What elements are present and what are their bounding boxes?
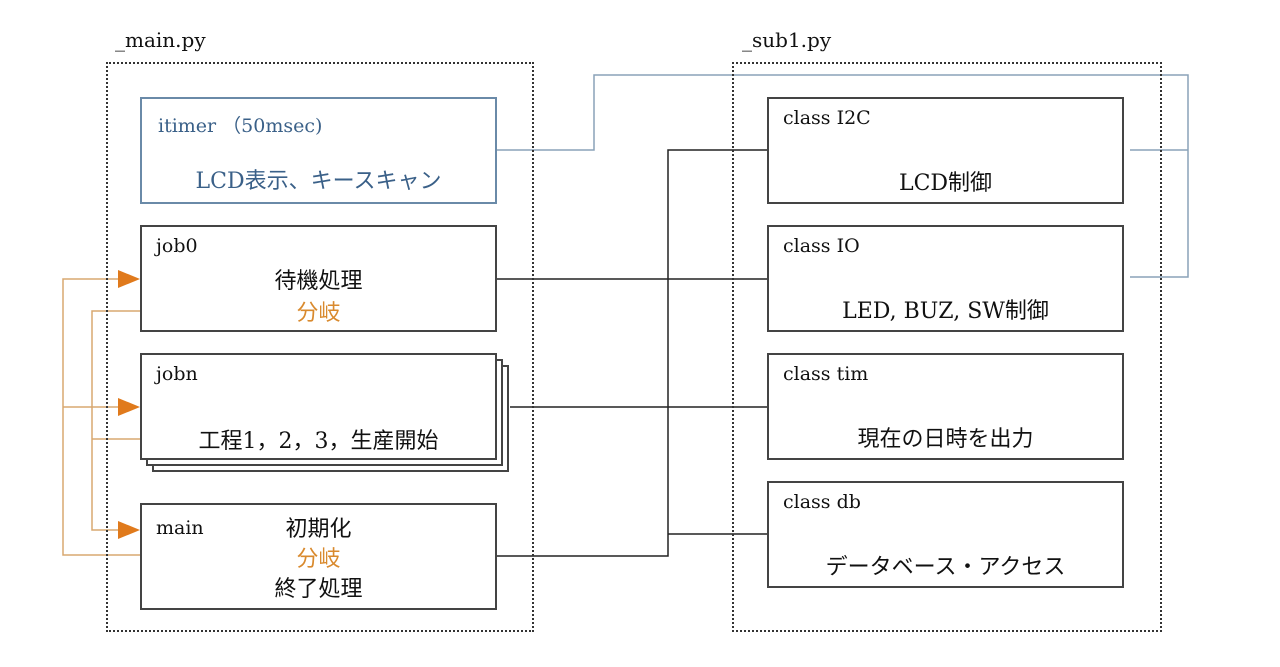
io-title: class IO bbox=[783, 235, 860, 257]
box-main[interactable]: main 初期化 分岐 終了処理 bbox=[140, 503, 497, 610]
tim-title: class tim bbox=[783, 363, 869, 385]
arrow-to-main-icon bbox=[118, 521, 140, 539]
box-class-io[interactable]: class IO LED, BUZ, SW制御 bbox=[767, 225, 1124, 332]
box-itimer[interactable]: itimer （50msec) LCD表示、キースキャン bbox=[140, 97, 497, 204]
arrow-to-jobn-icon bbox=[118, 398, 140, 416]
i2c-title: class I2C bbox=[783, 107, 871, 129]
jobn-title: jobn bbox=[156, 363, 198, 385]
flow-outer-loop bbox=[62, 278, 140, 556]
arrow-to-job0-icon bbox=[118, 270, 140, 288]
db-body: データベース・アクセス bbox=[825, 555, 1066, 580]
main-line3: 終了処理 bbox=[274, 577, 363, 602]
itimer-title: itimer （50msec) bbox=[158, 115, 323, 137]
io-body: LED, BUZ, SW制御 bbox=[842, 299, 1049, 324]
module-sub bbox=[732, 62, 1162, 632]
jobn-body: 工程1，2，3，生産開始 bbox=[198, 429, 439, 454]
module-main bbox=[106, 62, 534, 632]
job0-title: job0 bbox=[156, 235, 198, 257]
link-main-bus bbox=[496, 149, 768, 557]
box-class-db[interactable]: class db データベース・アクセス bbox=[767, 481, 1124, 588]
box-jobn[interactable]: jobn 工程1，2，3，生産開始 bbox=[140, 353, 497, 460]
box-class-tim[interactable]: class tim 現在の日時を出力 bbox=[767, 353, 1124, 460]
module-label-main: _main.py bbox=[115, 28, 206, 52]
link-itimer-to-i2c-io bbox=[496, 74, 1189, 278]
db-title: class db bbox=[783, 491, 861, 513]
module-label-sub: _sub1.py bbox=[742, 28, 832, 52]
job0-branch: 分岐 bbox=[296, 301, 341, 326]
tim-body: 現在の日時を出力 bbox=[857, 427, 1034, 452]
box-class-i2c[interactable]: class I2C LCD制御 bbox=[767, 97, 1124, 204]
box-job0[interactable]: job0 待機処理 分岐 bbox=[140, 225, 497, 332]
job0-line1: 待機処理 bbox=[274, 269, 363, 294]
main-title: main bbox=[156, 517, 204, 539]
main-line1: 初期化 bbox=[285, 517, 352, 542]
i2c-body: LCD制御 bbox=[898, 171, 993, 196]
main-branch: 分岐 bbox=[296, 547, 341, 572]
itimer-body: LCD表示、キースキャン bbox=[195, 169, 442, 194]
